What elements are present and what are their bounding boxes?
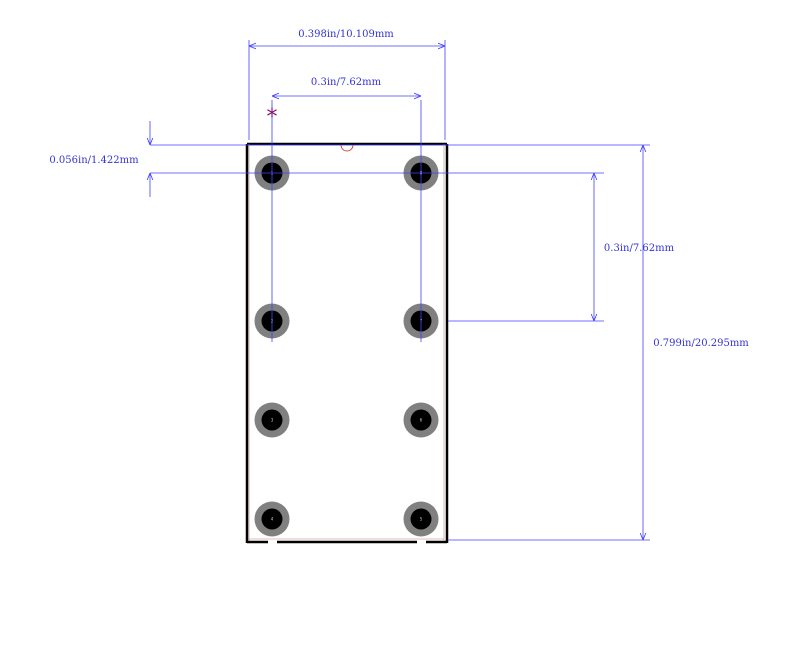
pad-number: 3 bbox=[271, 418, 274, 423]
package-outline bbox=[245, 142, 449, 544]
pad-center-lines bbox=[150, 40, 650, 541]
pad-4: 4 bbox=[254, 501, 290, 537]
dimension-pin1-offset: 0.056in/1.422mm bbox=[49, 121, 150, 197]
pad-array: 12348765 bbox=[254, 155, 439, 537]
pad-6: 6 bbox=[403, 402, 439, 438]
dimension-label-pin-pitch: 0.3in/7.62mm bbox=[604, 243, 675, 254]
pin1-notch bbox=[340, 144, 354, 152]
pad-hole bbox=[410, 409, 432, 431]
dimension-overall-width: 0.398in/10.109mm bbox=[249, 29, 445, 46]
pad-hole bbox=[261, 508, 283, 530]
dimension-overall-length: 0.799in/20.295mm bbox=[643, 145, 749, 540]
pad-3: 3 bbox=[254, 402, 290, 438]
dimension-label-row-spacing: 0.3in/7.62mm bbox=[311, 77, 382, 88]
pad-5: 5 bbox=[403, 501, 439, 537]
pad-hole bbox=[410, 508, 432, 530]
dimension-pin-pitch: 0.3in/7.62mm bbox=[594, 173, 675, 321]
pad-number: 5 bbox=[420, 517, 423, 522]
dimension-label-overall-length: 0.799in/20.295mm bbox=[653, 338, 749, 349]
dimension-label-pin1-offset: 0.056in/1.422mm bbox=[49, 155, 139, 166]
pad-number: 4 bbox=[271, 517, 274, 522]
pad-hole bbox=[261, 409, 283, 431]
pad-number: 6 bbox=[420, 418, 423, 423]
dimension-label-overall-width: 0.398in/10.109mm bbox=[298, 29, 394, 40]
dimension-row-spacing: 0.3in/7.62mm bbox=[272, 77, 421, 96]
